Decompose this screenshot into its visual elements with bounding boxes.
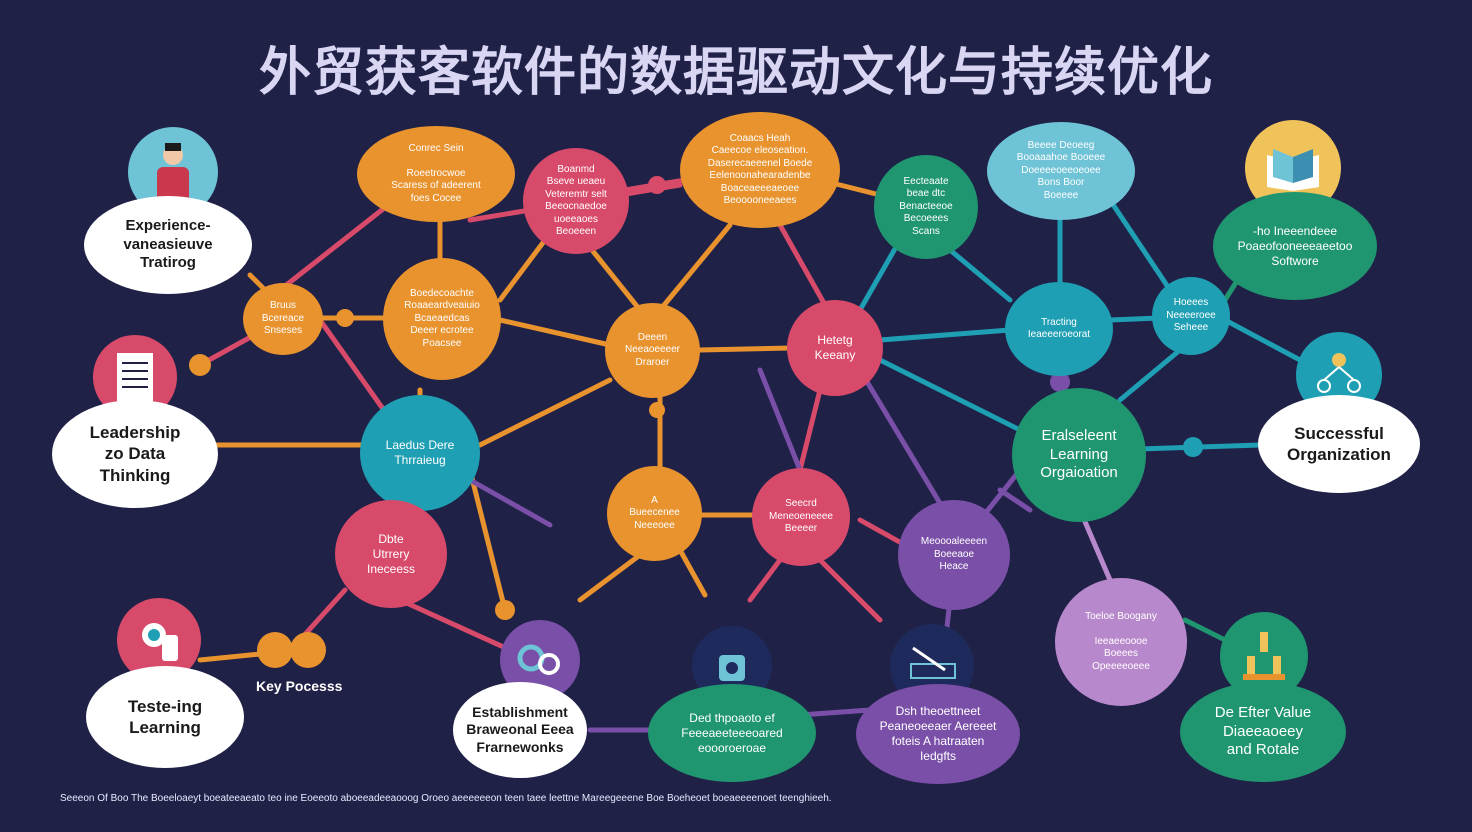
node-experience: Experience- vaneasieuve Tratirog	[84, 196, 252, 294]
cube-icon	[719, 655, 745, 681]
page-title: 外贸获客软件的数据驱动文化与持续优化	[258, 43, 1213, 103]
trophy-icon	[1243, 632, 1285, 680]
node-testing: Teste-ing Learning	[86, 666, 244, 768]
node-purple-bottom: Dsh theoettneet Peaneoeeaer Aereeet fote…	[856, 684, 1020, 784]
node-orange-mid: Boedecoachte Roaaeardveaiuio Bcaeaedcas …	[383, 258, 501, 380]
footnote: Seeeon Of Boo The Boeeloaeyt boeateeaeat…	[60, 793, 832, 804]
microscope-icon-circle	[117, 598, 201, 682]
node-teal-left: Laedus Dere Thrraieug	[360, 395, 480, 511]
node-green-bottom: Ded thpoaoto ef Feeeaeeteeeoared eoooroe…	[648, 684, 816, 782]
node-green-top: Eecteaate beae dtc Benacteeoe Becoeees S…	[874, 155, 978, 259]
node-teal-mid-right: Tracting Ieaeeeroeorat	[1005, 282, 1113, 376]
node-green-bottom-right: De Efter Value Diaeeaoeey and Rotale	[1180, 682, 1346, 782]
node-establishment: Establishment Braweonal Eeea Frarnewonks	[453, 682, 587, 778]
node-pink-lower-center: Seecrd Meneoeneeee Beeeer	[752, 468, 850, 566]
book-icon	[1267, 149, 1319, 191]
document-icon	[117, 353, 153, 401]
node-teal-top-right: Beeee Deoeeg Booaaahoe Booeee Doeeeeoeeo…	[987, 122, 1135, 220]
connector-dots	[189, 176, 1203, 668]
node-purple-mid: Meoooaleeeen Boeeaoe Heace	[898, 500, 1010, 610]
node-successful: Successful Organization	[1258, 395, 1420, 493]
node-pink-lower-left: Dbte Utrrery Ineceess	[335, 500, 447, 608]
node-leadership: Leadership zo Data Thinking	[52, 400, 218, 508]
node-pink-top: Boanmd Bseve ueaeu Veteremtr selt Beeocn…	[523, 148, 629, 254]
network-icon	[1317, 353, 1361, 393]
gears-icon	[517, 644, 560, 675]
node-lilac: Toeloe Boogany Ieeaeeoooe Boeees Opeeeeo…	[1055, 578, 1187, 706]
chart-icon	[910, 646, 956, 679]
node-central-orange: Deeen Neeaoeeeer Draroer	[605, 303, 700, 398]
microscope-icon	[142, 623, 178, 661]
node-orange-top: Conrec Sein Roeetrocwoe Scaress of adeer…	[357, 126, 515, 222]
node-green-mid-right: Eralseleent Learning Orgaioation	[1012, 388, 1146, 522]
key-process-label: Key Pocesss	[256, 678, 343, 694]
node-green-right-top: -ho Ineeendeee Poaeofooneeeaeetoo Softwo…	[1213, 192, 1377, 300]
node-teal-small-right: Hoeees Neeeeroee Seheee	[1152, 277, 1230, 355]
node-orange-lower: A Bueecenee Neeeoee	[607, 466, 702, 561]
node-pink-center-right: Hetetg Keeany	[787, 300, 883, 396]
node-orange-top-right: Coaacs Heah Caeecoe eleoseation. Daserec…	[680, 112, 840, 228]
node-small-left: Bruus Bcereace Snseses	[243, 283, 323, 355]
